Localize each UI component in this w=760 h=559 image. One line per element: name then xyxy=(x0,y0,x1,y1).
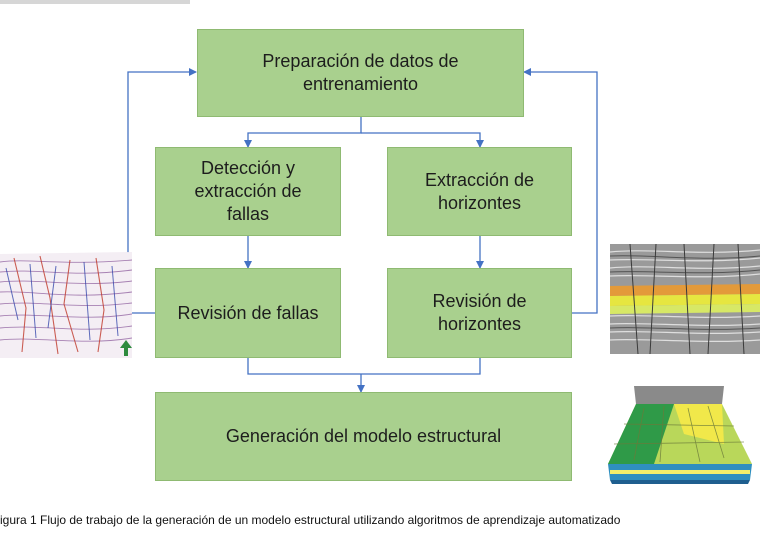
training-data-label: Preparación de datos de entrenamiento xyxy=(262,51,459,94)
seismic-horizon-section-image xyxy=(610,244,760,354)
training-data-box: Preparación de datos de entrenamiento xyxy=(197,29,524,117)
model-generation-label: Generación del modelo estructural xyxy=(225,426,502,446)
fault-detection-box: Detección y extracción de fallas xyxy=(155,147,341,236)
fault-review-box: Revisión de fallas xyxy=(155,268,341,358)
fault-detection-label: Detección y extracción de fallas xyxy=(194,158,302,224)
horizon-extraction-label: Extracción de horizontes xyxy=(424,169,535,213)
horizon-review-label: Revisión de horizontes xyxy=(432,291,527,334)
seismic-fault-attribute-image xyxy=(0,252,132,358)
cropped-header-strip xyxy=(0,0,190,4)
fault-review-label: Revisión de fallas xyxy=(177,302,319,323)
model-generation-box: Generación del modelo estructural xyxy=(155,392,572,481)
horizon-review-box: Revisión de horizontes xyxy=(387,268,572,358)
figure-caption: igura 1 Flujo de trabajo de la generació… xyxy=(0,513,621,527)
horizon-extraction-box: Extracción de horizontes xyxy=(387,147,572,236)
3d-structural-model-image xyxy=(608,386,752,484)
